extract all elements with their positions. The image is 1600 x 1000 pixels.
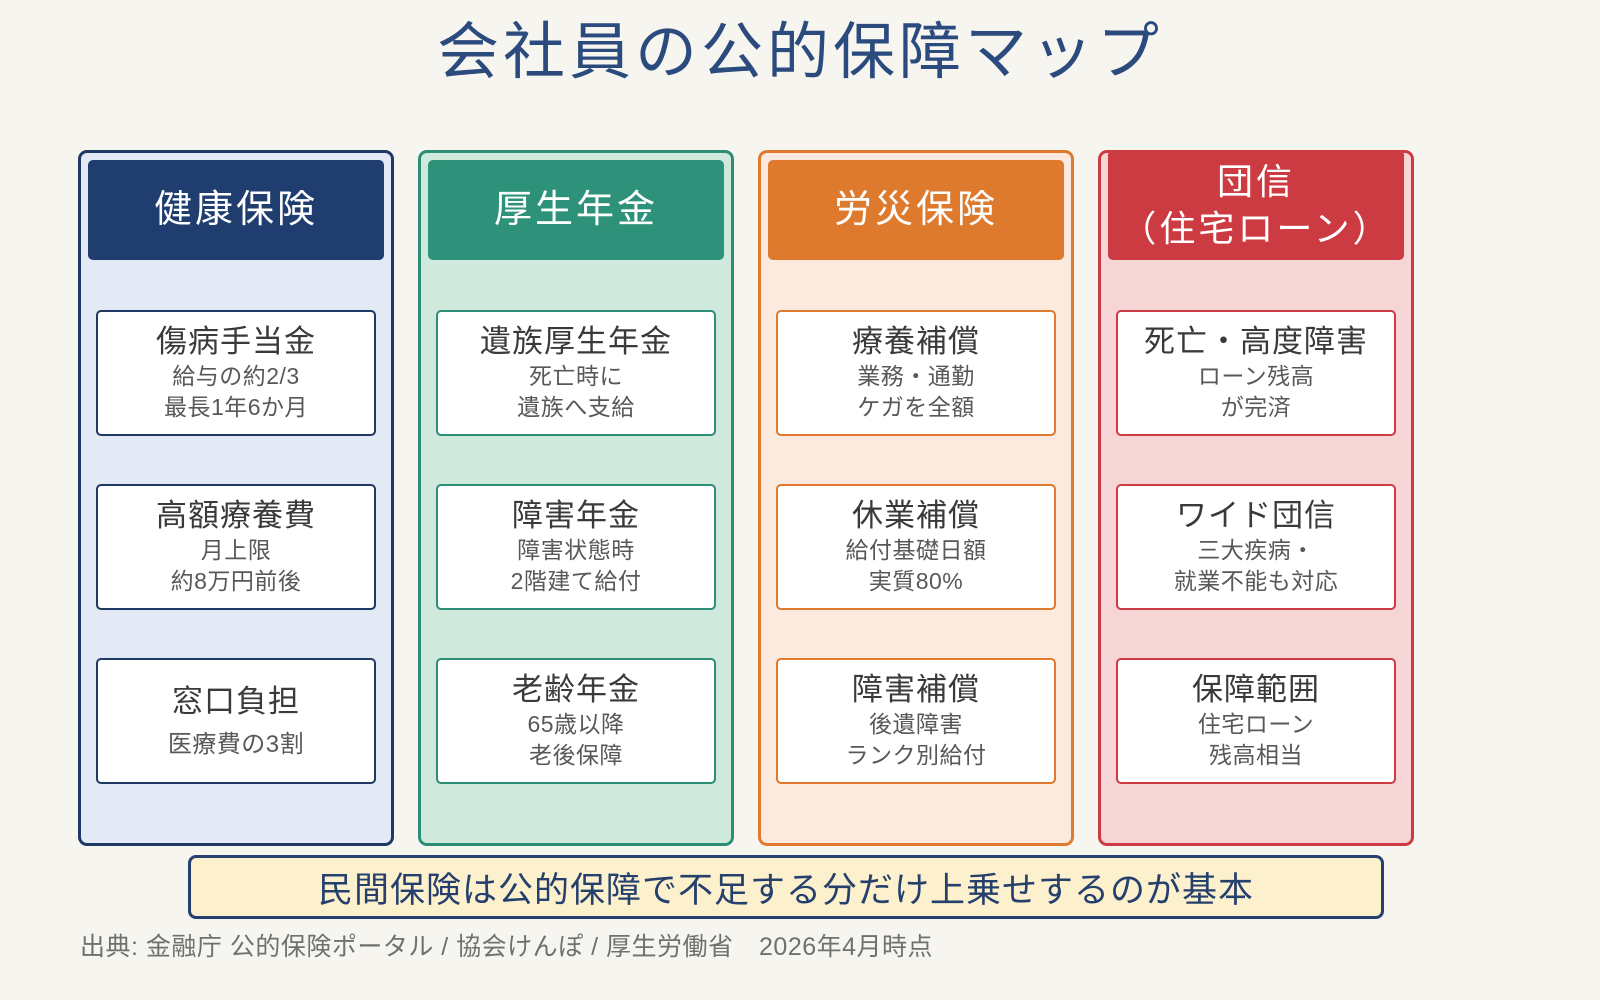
benefit-card-sub: 業務・通勤 [857, 363, 975, 389]
benefit-card[interactable]: 遺族厚生年金 死亡時に 遺族へ支給 [436, 310, 716, 436]
card-list-health-insurance: 傷病手当金 給与の約2/3 最長1年6か月 高額療養費 月上限 約8万円前後 窓… [88, 260, 384, 836]
summary-banner: 民間保険は公的保障で不足する分だけ上乗せするのが基本 [188, 855, 1384, 919]
benefit-card[interactable]: 障害補償 後遺障害 ランク別給付 [776, 658, 1056, 784]
benefit-card-title: 傷病手当金 [156, 324, 316, 359]
benefit-card[interactable]: 高額療養費 月上限 約8万円前後 [96, 484, 376, 610]
benefit-card[interactable]: 老齢年金 65歳以降 老後保障 [436, 658, 716, 784]
benefit-card[interactable]: 療養補償 業務・通勤 ケガを全額 [776, 310, 1056, 436]
benefit-card-sub: 給与の約2/3 [172, 363, 300, 389]
benefit-card-sub: 医療費の3割 [167, 730, 305, 758]
benefit-card-sub: 障害状態時 [517, 537, 635, 563]
benefit-card-sub: 実質80% [868, 568, 964, 594]
page-title: 会社員の公的保障マップ [436, 18, 1163, 87]
category-columns: 健康保険 傷病手当金 給与の約2/3 最長1年6か月 高額療養費 月上限 約8万… [78, 150, 1414, 846]
column-workers-accident-insurance: 労災保険 療養補償 業務・通勤 ケガを全額 休業補償 給付基礎日額 実質80% … [758, 150, 1074, 846]
benefit-card-sub: 三大疾病・ [1197, 537, 1315, 563]
benefit-card-sub: 残高相当 [1209, 742, 1303, 768]
column-header-line: 労災保険 [833, 189, 998, 231]
card-list-group-credit-life-insurance: 死亡・高度障害 ローン残高 が完済 ワイド団信 三大疾病・ 就業不能も対応 保障… [1108, 260, 1404, 836]
card-list-workers-accident-insurance: 療養補償 業務・通勤 ケガを全額 休業補償 給付基礎日額 実質80% 障害補償 … [768, 260, 1064, 836]
benefit-card-sub: が完済 [1220, 394, 1292, 420]
source-footnote: 出典: 金融庁 公的保険ポータル / 協会けんぽ / 厚生労働省 2026年4月… [80, 933, 934, 961]
benefit-card-sub: 65歳以降 [527, 711, 625, 737]
column-header-line: 健康保険 [153, 189, 318, 231]
benefit-card-sub: ケガを全額 [857, 394, 975, 420]
benefit-card[interactable]: 休業補償 給付基礎日額 実質80% [776, 484, 1056, 610]
column-header-workers-accident-insurance: 労災保険 [768, 160, 1064, 260]
benefit-card-sub: ランク別給付 [845, 742, 987, 768]
benefit-card-sub: 就業不能も対応 [1173, 568, 1339, 594]
benefit-card[interactable]: 傷病手当金 給与の約2/3 最長1年6か月 [96, 310, 376, 436]
benefit-card-sub: 月上限 [200, 537, 272, 563]
column-employees-pension: 厚生年金 遺族厚生年金 死亡時に 遺族へ支給 障害年金 障害状態時 2階建て給付… [418, 150, 734, 846]
benefit-card-sub: 老後保障 [529, 742, 623, 768]
column-header-employees-pension: 厚生年金 [428, 160, 724, 260]
column-health-insurance: 健康保険 傷病手当金 給与の約2/3 最長1年6か月 高額療養費 月上限 約8万… [78, 150, 394, 846]
benefit-card-title: ワイド団信 [1176, 498, 1336, 533]
column-header-health-insurance: 健康保険 [88, 160, 384, 260]
benefit-card-title: 窓口負担 [172, 683, 300, 719]
column-header-line: （住宅ローン） [1120, 208, 1392, 249]
column-group-credit-life-insurance: 団信 （住宅ローン） 死亡・高度障害 ローン残高 が完済 ワイド団信 三大疾病・… [1098, 150, 1414, 846]
benefit-card-title: 老齢年金 [512, 672, 640, 707]
benefit-card[interactable]: 障害年金 障害状態時 2階建て給付 [436, 484, 716, 610]
benefit-card[interactable]: 保障範囲 住宅ローン 残高相当 [1116, 658, 1396, 784]
benefit-card[interactable]: ワイド団信 三大疾病・ 就業不能も対応 [1116, 484, 1396, 610]
benefit-card-sub: 約8万円前後 [170, 568, 302, 594]
benefit-card-sub: 後遺障害 [869, 711, 963, 737]
benefit-card-sub: 最長1年6か月 [163, 394, 309, 420]
benefit-card[interactable]: 窓口負担 医療費の3割 [96, 658, 376, 784]
benefit-card-sub: 給付基礎日額 [845, 537, 987, 563]
card-list-employees-pension: 遺族厚生年金 死亡時に 遺族へ支給 障害年金 障害状態時 2階建て給付 老齢年金… [428, 260, 724, 836]
column-header-line: 団信 [1216, 161, 1295, 202]
benefit-card-title: 療養補償 [852, 324, 980, 359]
benefit-card-title: 高額療養費 [156, 498, 316, 533]
benefit-card[interactable]: 死亡・高度障害 ローン残高 が完済 [1116, 310, 1396, 436]
benefit-card-sub: 遺族へ支給 [517, 394, 635, 420]
benefit-card-title: 遺族厚生年金 [480, 324, 672, 359]
benefit-card-title: 死亡・高度障害 [1144, 324, 1368, 359]
benefit-card-title: 障害補償 [852, 672, 980, 707]
summary-banner-text: 民間保険は公的保障で不足する分だけ上乗せするのが基本 [317, 870, 1254, 910]
benefit-card-sub: 住宅ローン [1197, 711, 1315, 737]
benefit-card-sub: ローン残高 [1197, 363, 1315, 389]
column-header-group-credit-life-insurance: 団信 （住宅ローン） [1108, 150, 1404, 260]
benefit-card-title: 保障範囲 [1192, 672, 1320, 707]
benefit-card-sub: 2階建て給付 [510, 568, 642, 594]
column-header-line: 厚生年金 [493, 189, 658, 231]
benefit-card-sub: 死亡時に [529, 363, 623, 389]
benefit-card-title: 障害年金 [512, 498, 640, 533]
benefit-card-title: 休業補償 [852, 498, 980, 533]
